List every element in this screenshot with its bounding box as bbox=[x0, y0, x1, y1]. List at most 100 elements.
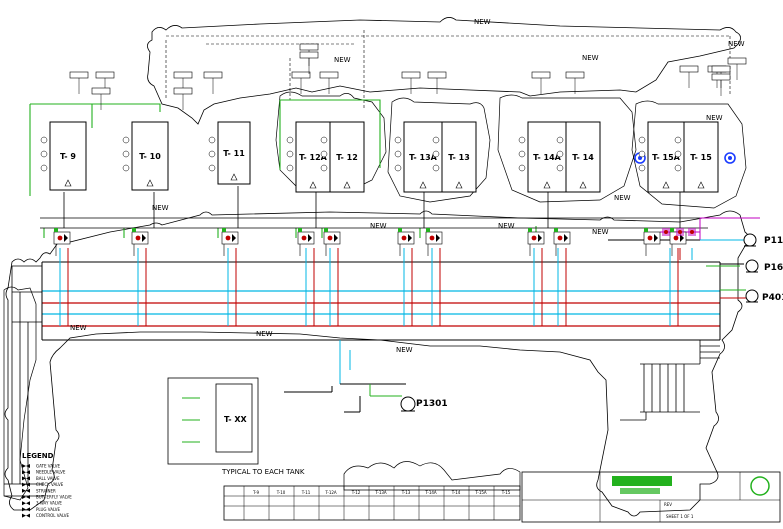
instrument-bubble-icon[interactable] bbox=[518, 136, 526, 144]
instrument-bubble-icon[interactable] bbox=[394, 150, 402, 158]
table-header-cell: T-9 bbox=[252, 490, 260, 495]
warning-triangle-icon bbox=[309, 181, 317, 189]
instrument-bubble-icon[interactable] bbox=[638, 136, 646, 144]
risers bbox=[59, 248, 679, 326]
instrument-bubble-icon[interactable] bbox=[286, 136, 294, 144]
table-header-cell: T-15A bbox=[474, 490, 487, 495]
instrument-bubble-icon[interactable] bbox=[674, 136, 682, 144]
instrument-tag[interactable] bbox=[299, 51, 319, 74]
instrument-bubble-icon[interactable] bbox=[40, 136, 48, 144]
revision-cloud-tank-group-2 bbox=[387, 97, 491, 203]
valve-cluster[interactable] bbox=[643, 228, 661, 256]
instrument-bubble-icon[interactable] bbox=[432, 136, 440, 144]
legend-item: NEEDLE VALVE bbox=[22, 470, 66, 475]
revision-cloud-tank-group-3 bbox=[497, 94, 637, 203]
instrument-bubble-icon[interactable] bbox=[208, 164, 216, 172]
title-block: SHEET 1 OF 1 REV bbox=[521, 471, 781, 523]
pump-p401[interactable]: P401 bbox=[745, 289, 783, 303]
instrument-bubble-icon[interactable] bbox=[432, 164, 440, 172]
instrument-bubble-icon[interactable] bbox=[122, 136, 130, 144]
tank-label: T- 9 bbox=[60, 152, 76, 161]
company-logo-icon bbox=[750, 476, 770, 496]
instrument-tag[interactable] bbox=[91, 87, 111, 110]
legend-item-label: NEEDLE VALVE bbox=[36, 470, 66, 475]
instrument-tag[interactable] bbox=[319, 71, 339, 94]
instrument-bubble-icon[interactable] bbox=[320, 150, 328, 158]
valve-symbol-icon bbox=[22, 507, 30, 512]
pump-p16[interactable]: P16 bbox=[745, 259, 783, 273]
instrument-bubble-icon[interactable] bbox=[556, 136, 564, 144]
instrument-bubble-icon[interactable] bbox=[208, 136, 216, 144]
tank-label: T- 15 bbox=[690, 153, 712, 162]
tank-bottom-collectors bbox=[40, 186, 708, 229]
instrument-tag[interactable] bbox=[427, 71, 447, 94]
valve-symbol-icon bbox=[22, 464, 30, 468]
instrument-bubble-icon[interactable] bbox=[320, 164, 328, 172]
valve-cluster[interactable] bbox=[131, 228, 149, 256]
tank-label: T- 10 bbox=[139, 152, 161, 161]
pump-p11[interactable]: P11 bbox=[743, 233, 783, 247]
instrument-bubble-icon[interactable] bbox=[556, 164, 564, 172]
instrument-tag[interactable] bbox=[69, 71, 89, 94]
tank-t14b[interactable]: T- 14 bbox=[565, 121, 601, 193]
instrument-bubble-icon[interactable] bbox=[518, 164, 526, 172]
instrument-bubble-icon[interactable] bbox=[674, 150, 682, 158]
instrument-bubble-icon[interactable] bbox=[394, 164, 402, 172]
instrument-tag[interactable] bbox=[727, 57, 747, 80]
new-marker: NEW bbox=[728, 40, 745, 48]
control-valve-icon[interactable] bbox=[676, 228, 684, 236]
table-header-cell: T-14 bbox=[451, 490, 461, 495]
valve-cluster[interactable] bbox=[527, 228, 545, 256]
valve-cluster[interactable] bbox=[425, 228, 443, 256]
valve-cluster[interactable] bbox=[297, 228, 315, 256]
instrument-tag[interactable] bbox=[173, 87, 193, 110]
warning-triangle-icon bbox=[697, 181, 705, 189]
tank-t15b[interactable]: T- 15 bbox=[683, 121, 719, 193]
legend-item-label: BUTTERFLY VALVE bbox=[36, 495, 72, 500]
instrument-tag[interactable] bbox=[711, 73, 731, 96]
instrument-bubble-icon[interactable] bbox=[638, 164, 646, 172]
instrument-bubble-icon[interactable] bbox=[286, 150, 294, 158]
instrument-tag[interactable] bbox=[565, 71, 585, 94]
legend-item-label: CONTROL VALVE bbox=[36, 513, 70, 518]
instrument-bubble-icon[interactable] bbox=[40, 150, 48, 158]
instrument-bubble-icon[interactable] bbox=[320, 136, 328, 144]
instrument-tag[interactable] bbox=[291, 71, 311, 94]
typical-tank-detail: T- XX TYPICAL TO EACH TANK bbox=[167, 377, 305, 476]
valve-cluster[interactable] bbox=[397, 228, 415, 256]
instrument-bubble-icon[interactable] bbox=[286, 164, 294, 172]
instrument-tag[interactable] bbox=[531, 71, 551, 94]
instrument-bubble-icon[interactable] bbox=[518, 150, 526, 158]
instrument-bubble-icon[interactable] bbox=[674, 164, 682, 172]
instrument-bubble-icon[interactable] bbox=[556, 150, 564, 158]
instrument-bubble-icon[interactable] bbox=[122, 164, 130, 172]
valve-cluster[interactable] bbox=[553, 228, 571, 256]
tank-t13b[interactable]: T- 13 bbox=[441, 121, 477, 193]
instrument-tag[interactable] bbox=[679, 65, 699, 88]
valve-cluster[interactable] bbox=[221, 228, 239, 256]
tank-t9[interactable]: T- 9 bbox=[49, 121, 87, 191]
instrument-bubble-icon[interactable] bbox=[208, 150, 216, 158]
instrument-bubble-icon[interactable] bbox=[122, 150, 130, 158]
new-marker: NEW bbox=[592, 228, 609, 236]
instrument-bubble-icon[interactable] bbox=[394, 136, 402, 144]
tank-t11[interactable]: T- 11 bbox=[217, 121, 251, 185]
instrument-bubble-icon[interactable] bbox=[432, 150, 440, 158]
tank-t12b[interactable]: T- 12 bbox=[329, 121, 365, 193]
control-valve-icon[interactable] bbox=[688, 228, 696, 236]
instrument-bubble-icon[interactable] bbox=[638, 150, 646, 158]
legend-item: BUTTERFLY VALVE bbox=[22, 495, 72, 500]
table-header-cell: T-13 bbox=[401, 490, 411, 495]
instrument-bubble-icon[interactable] bbox=[40, 164, 48, 172]
tank-label: T- 14A bbox=[533, 153, 562, 162]
tank-label: T- 12A bbox=[299, 153, 328, 162]
pump-p1301[interactable]: P1301 bbox=[400, 396, 448, 412]
instrument-tag[interactable] bbox=[401, 71, 421, 94]
valve-cluster[interactable] bbox=[53, 228, 71, 256]
tank-t10[interactable]: T- 10 bbox=[131, 121, 169, 191]
valve-cluster[interactable] bbox=[323, 228, 341, 256]
control-valve-icon[interactable] bbox=[662, 228, 670, 236]
blue-nozzle-icon bbox=[724, 152, 736, 164]
instrument-tag[interactable] bbox=[203, 71, 223, 94]
